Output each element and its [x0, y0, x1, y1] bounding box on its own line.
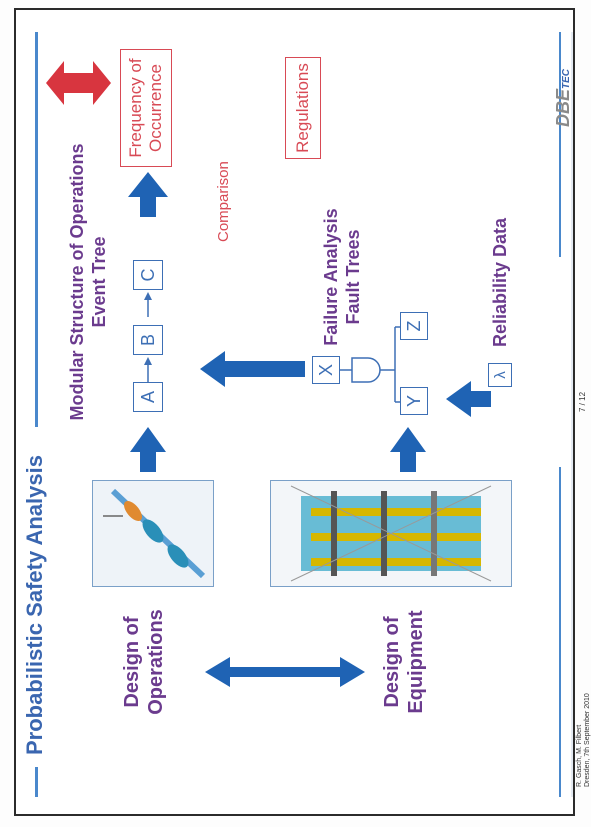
fault-box-y: Y [400, 387, 428, 415]
logo-dbe: DBE [553, 88, 573, 127]
fault-box-z: Z [400, 312, 428, 340]
frequency-line1: Frequency of [126, 58, 145, 158]
reliability-box-lambda: λ [488, 363, 512, 387]
transport-cask-icon [93, 481, 213, 586]
operations-illustration [92, 480, 214, 587]
event-tree-heading-line1: Modular Structure of Operations [67, 143, 87, 421]
arrow-eventtree-to-frequency [128, 172, 168, 217]
fault-box-x: X [312, 356, 340, 384]
reliability-label: Reliability Data [490, 217, 510, 347]
double-arrow-comparison [46, 61, 111, 105]
double-arrow-vertical [205, 657, 365, 687]
regulations-box: Regulations [285, 57, 321, 159]
event-box-b: B [133, 325, 163, 355]
arrow-ops-to-eventtree [130, 427, 166, 472]
footer-page-number: 7 / 12 [578, 391, 587, 412]
footer-author-line1: R. Gasch, M. Filbert [576, 724, 583, 787]
fault-tree-heading-line1: Failure Analysis [321, 208, 341, 346]
fault-tree-heading-line2: Fault Trees [343, 229, 363, 325]
arrow-reliability-to-faulttree [446, 381, 491, 417]
arrow-faulttree-to-eventtree [200, 351, 305, 387]
and-gate-icon [351, 357, 381, 383]
logo-tec: TEC [561, 68, 572, 89]
equipment-illustration [270, 480, 512, 587]
comparison-label: Comparison [215, 161, 232, 242]
connector-a-b-head [144, 357, 152, 365]
event-tree-heading: Modular Structure of Operations Event Tr… [66, 132, 110, 432]
frequency-line2: Occurrence [146, 64, 165, 152]
arrow-equip-to-faulttree [390, 427, 426, 472]
footer-author-line2: Dresden, 7th September 2010 [584, 693, 591, 787]
repository-structure-icon [271, 481, 511, 586]
fault-tree-heading: Failure Analysis Fault Trees [320, 207, 364, 347]
event-box-c: C [133, 260, 163, 290]
event-tree-heading-line2: Event Tree [89, 236, 109, 328]
connector-b-c-head [144, 292, 152, 300]
dbe-tec-logo: DBETEC [553, 69, 574, 127]
event-box-a: A [133, 382, 163, 412]
frequency-of-occurrence-box: Frequency of Occurrence [120, 49, 172, 167]
